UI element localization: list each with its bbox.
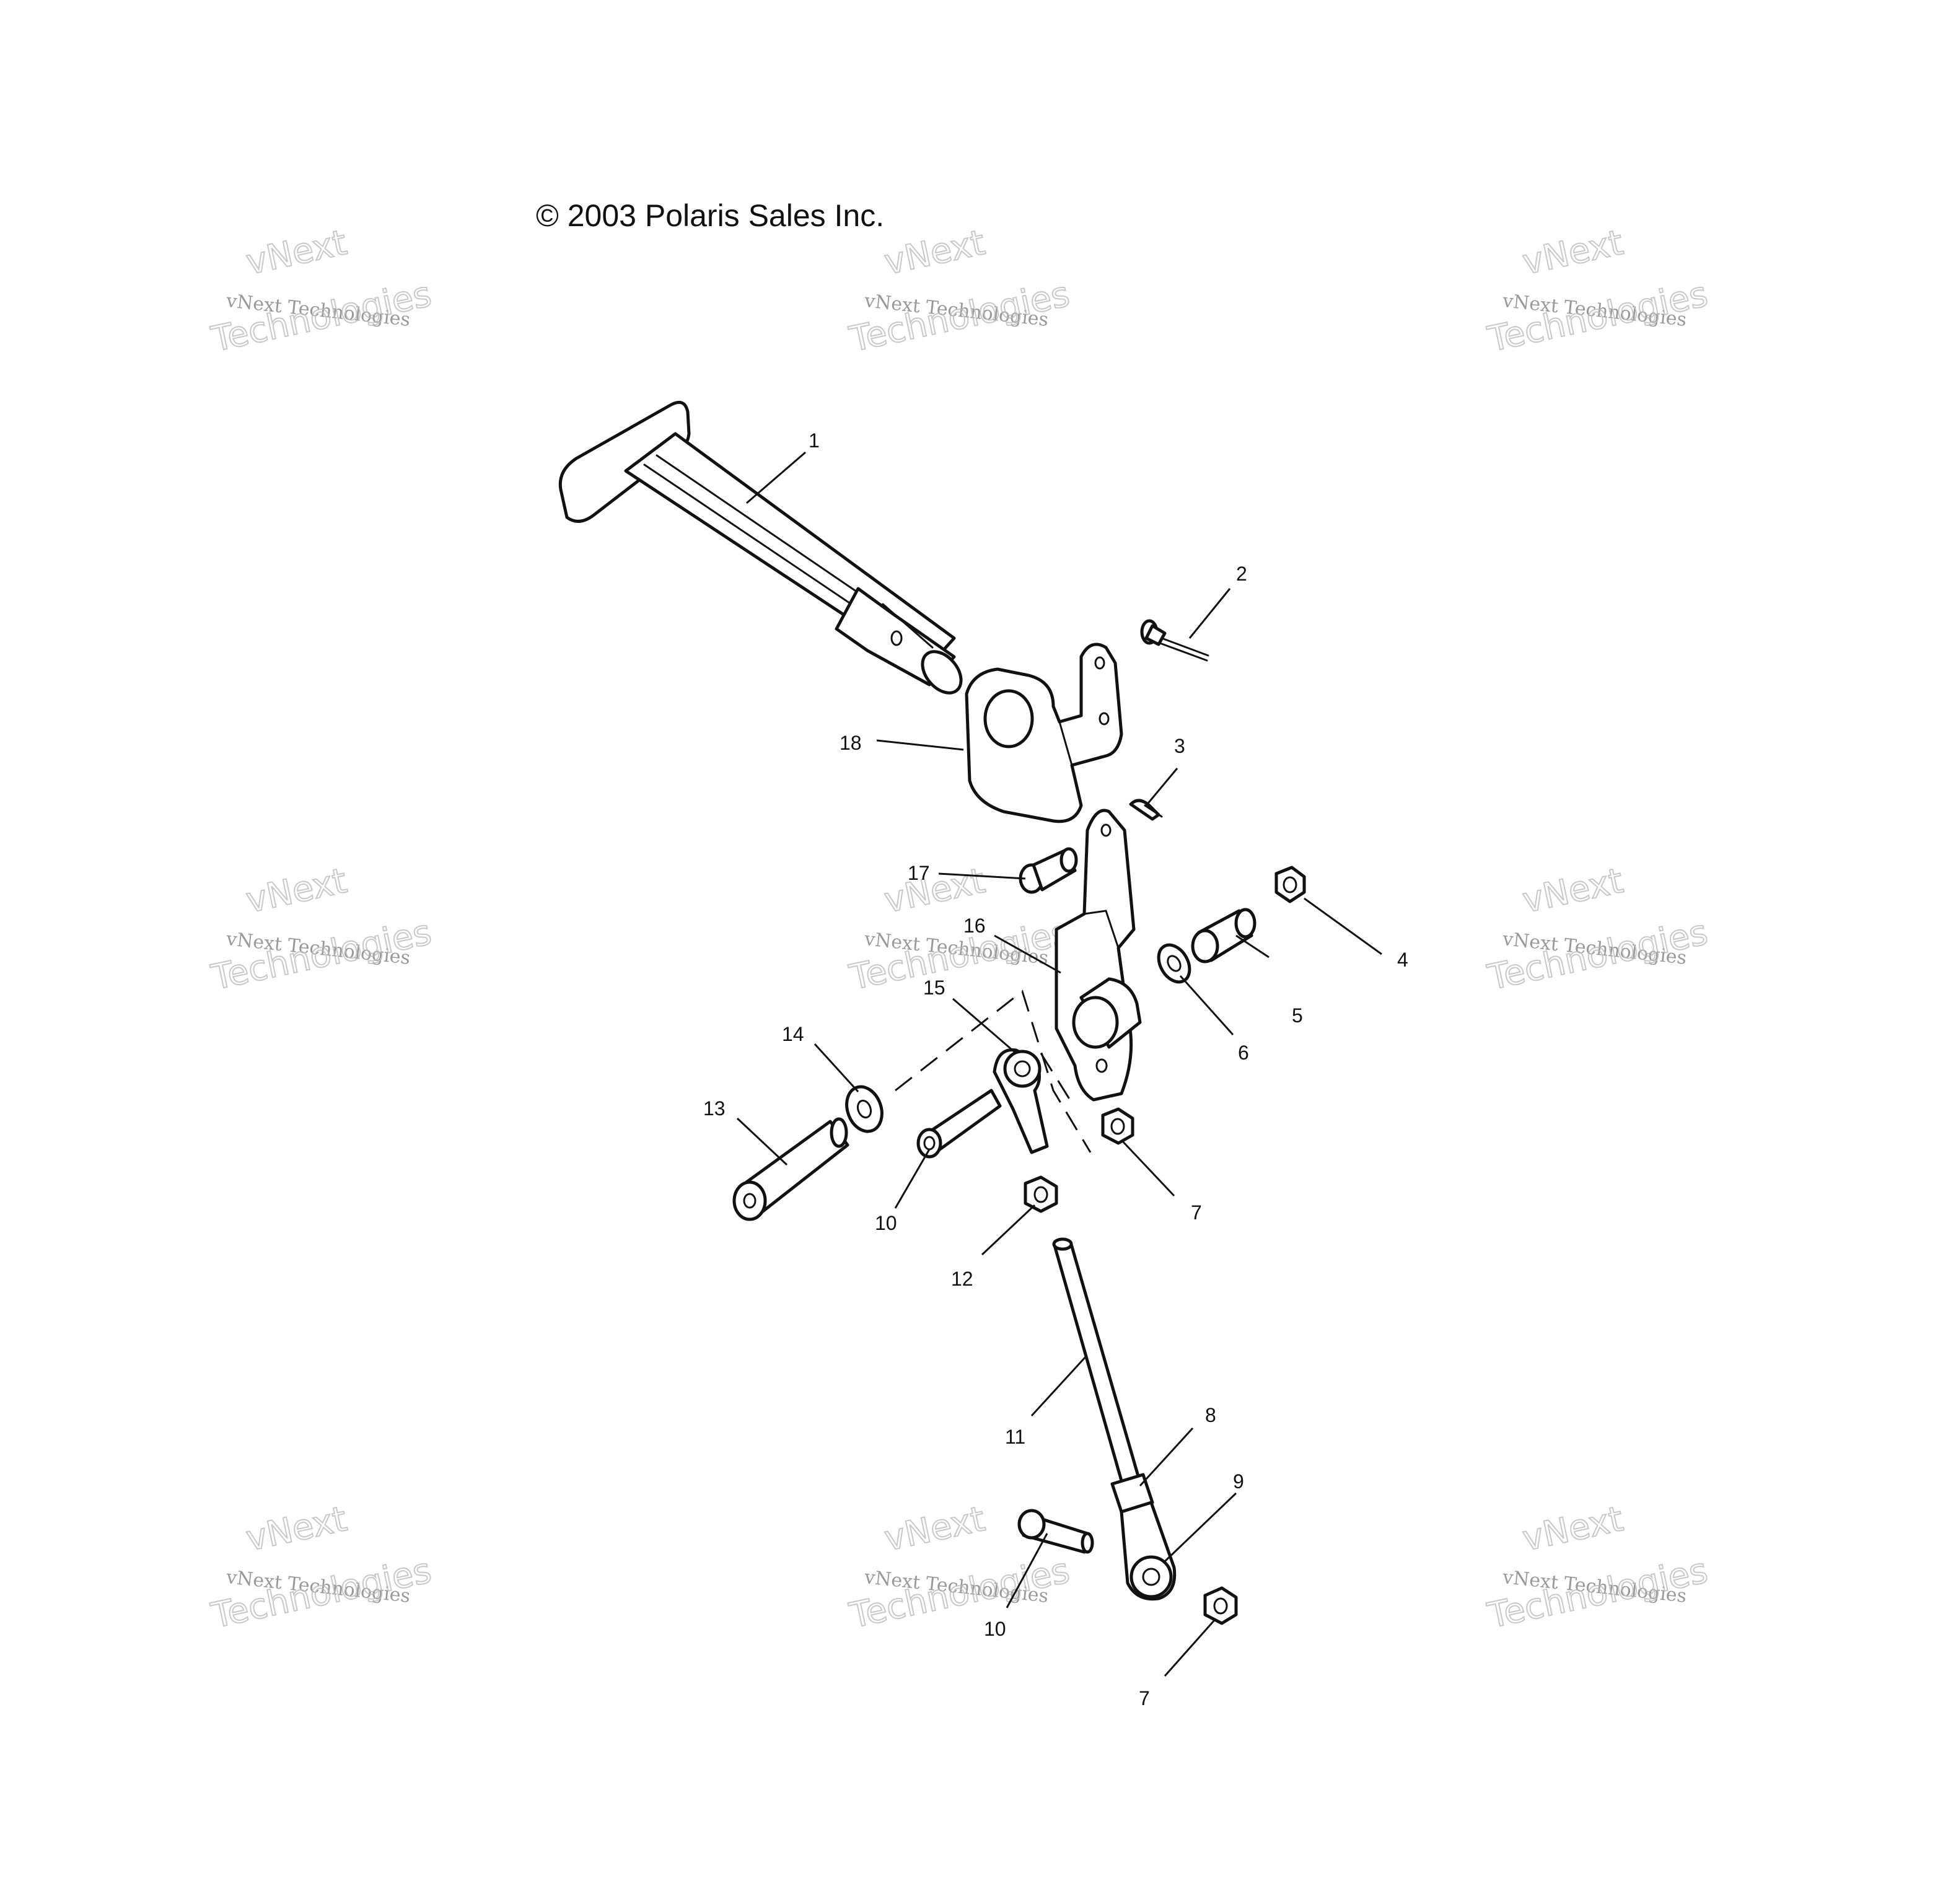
svg-text:Technologies: Technologies — [208, 274, 434, 360]
svg-text:vNext: vNext — [1519, 861, 1627, 921]
svg-text:vNext: vNext — [243, 861, 351, 921]
watermarks: vNext vNext Technologies Technologies vN… — [207, 222, 1711, 1637]
leader-lines — [736, 451, 1382, 1677]
svg-text:vNext: vNext — [881, 861, 989, 921]
callouts: 1 2 3 4 5 6 7 7 8 9 10 10 11 12 13 14 15… — [703, 429, 1408, 1709]
assembly-line — [1040, 1053, 1073, 1103]
callout-13: 13 — [703, 1097, 726, 1120]
part-14-washer — [845, 1085, 884, 1133]
svg-text:Technologies: Technologies — [1484, 274, 1711, 360]
callout-14: 14 — [782, 1023, 804, 1045]
copyright-text: © 2003 Polaris Sales Inc. — [536, 198, 884, 233]
svg-text:vNext: vNext — [1519, 1499, 1627, 1560]
callout-11: 11 — [1005, 1426, 1025, 1448]
part-4-nut — [1274, 866, 1306, 903]
part-10-bolt-lower — [1017, 1509, 1094, 1554]
svg-text:vNext: vNext — [1519, 222, 1627, 283]
part-10-bolt-upper — [916, 1089, 1002, 1159]
part-6-washer — [1157, 943, 1191, 984]
watermark: vNext vNext Technologies Technologies — [1483, 1498, 1711, 1637]
callout-7-upper: 7 — [1191, 1201, 1202, 1224]
part-18-bracket — [965, 643, 1123, 823]
watermark: vNext vNext Technologies Technologies — [845, 222, 1073, 361]
callout-4: 4 — [1397, 949, 1408, 971]
svg-text:Technologies: Technologies — [846, 274, 1072, 360]
part-5-bushing — [1191, 908, 1257, 963]
part-9-rod-end-lower — [1120, 1501, 1177, 1601]
part-16-pivot-bracket — [1055, 809, 1142, 1102]
callout-2: 2 — [1236, 563, 1247, 585]
callout-17: 17 — [908, 862, 930, 884]
watermark: vNext vNext Technologies Technologies — [207, 1498, 435, 1637]
svg-text:Technologies: Technologies — [846, 912, 1072, 998]
svg-text:Technologies: Technologies — [1484, 1550, 1711, 1636]
watermark: vNext vNext Technologies Technologies — [1483, 222, 1711, 361]
svg-text:Technologies: Technologies — [208, 912, 434, 998]
svg-text:vNext: vNext — [243, 1499, 351, 1560]
part-2-rivet — [1140, 619, 1209, 662]
part-3-cotter-pin — [1129, 799, 1163, 821]
callout-18: 18 — [840, 732, 862, 754]
callout-5: 5 — [1292, 1004, 1303, 1027]
svg-text:vNext: vNext — [881, 1499, 989, 1560]
callout-3: 3 — [1174, 735, 1185, 757]
assembly-line — [895, 989, 1092, 1153]
part-12-nut — [1024, 1175, 1058, 1213]
part-7-nut-lower — [1203, 1586, 1238, 1625]
part-7-nut-upper — [1101, 1107, 1134, 1145]
part-13-spacer — [732, 1117, 849, 1221]
svg-text:Technologies: Technologies — [1484, 912, 1711, 998]
part-11-shift-rod — [1052, 1237, 1145, 1500]
svg-text:Technologies: Technologies — [846, 1550, 1072, 1636]
callout-10-upper: 10 — [875, 1212, 897, 1234]
callout-15: 15 — [923, 976, 945, 999]
part-1-shift-lever — [558, 400, 963, 695]
watermark: vNext vNext Technologies Technologies — [207, 860, 435, 999]
part-17-pin — [1019, 847, 1078, 894]
watermark: vNext vNext Technologies Technologies — [207, 222, 435, 361]
callout-1: 1 — [809, 429, 820, 452]
callout-16: 16 — [963, 915, 986, 937]
callout-7-lower: 7 — [1139, 1687, 1150, 1709]
watermark: vNext vNext Technologies Technologies — [1483, 860, 1711, 999]
callout-10-lower: 10 — [984, 1618, 1006, 1640]
svg-text:vNext: vNext — [881, 222, 989, 283]
callout-9: 9 — [1233, 1470, 1244, 1493]
part-15-rod-end — [993, 1048, 1049, 1154]
callout-12: 12 — [951, 1268, 973, 1290]
callout-8: 8 — [1205, 1404, 1216, 1426]
callout-6: 6 — [1238, 1042, 1249, 1064]
svg-text:Technologies: Technologies — [208, 1550, 434, 1636]
svg-text:vNext: vNext — [243, 222, 351, 283]
